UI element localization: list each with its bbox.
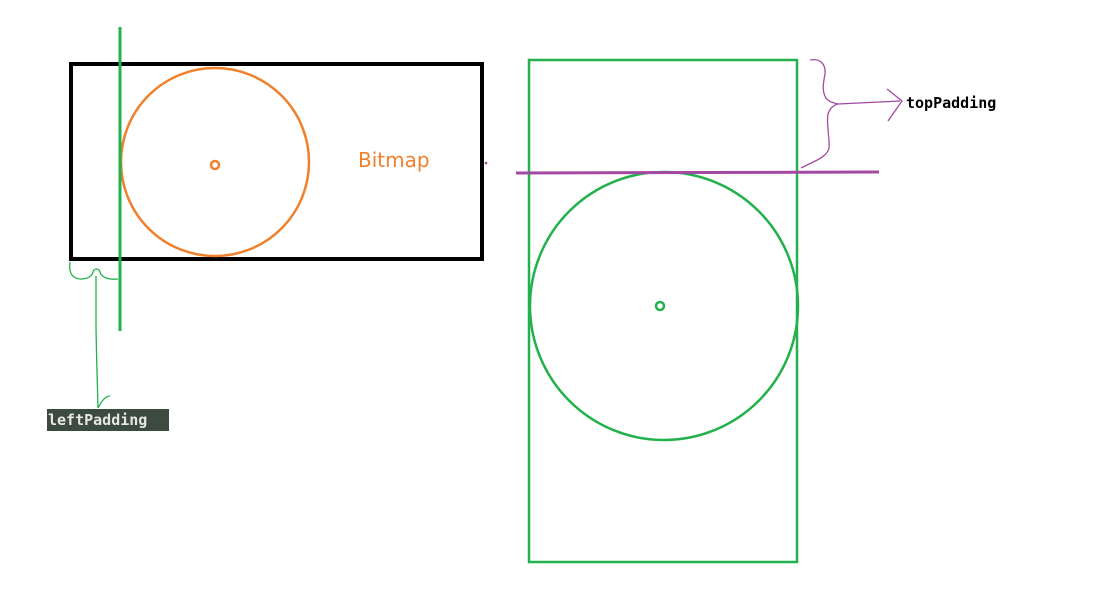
top-padding-arrow xyxy=(837,88,903,122)
bitmap-label: Bitmap xyxy=(358,148,430,172)
view-circle-center xyxy=(654,300,666,312)
stray-dot xyxy=(484,161,488,165)
top-padding-label: topPadding xyxy=(906,94,996,112)
bitmap-rectangle xyxy=(69,62,484,261)
top-guide-line xyxy=(515,170,880,175)
left-padding-brace xyxy=(69,261,119,280)
bitmap-circle-center xyxy=(209,159,221,171)
left-padding-label-bg xyxy=(47,409,169,431)
view-rectangle xyxy=(527,58,799,564)
left-padding-pointer xyxy=(95,276,111,409)
top-padding-brace xyxy=(800,58,839,169)
left-padding-label: leftPadding xyxy=(48,411,147,429)
